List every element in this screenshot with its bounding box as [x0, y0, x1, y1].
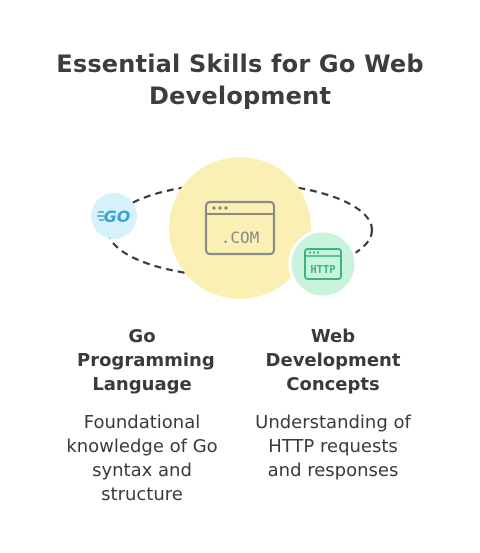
- go-logo-label: GO: [104, 207, 131, 226]
- skill-description: Understanding of HTTP requests and respo…: [255, 412, 411, 481]
- go-logo-icon: GO: [97, 207, 131, 226]
- skill-description: Foundational knowledge of Go syntax and …: [66, 412, 218, 505]
- http-node-circle: [288, 229, 358, 299]
- skill-heading: Go Programming Language: [77, 326, 215, 395]
- skill-go-language: Go Programming Language Foundational kno…: [52, 325, 232, 507]
- skill-heading: Web Development Concepts: [265, 326, 401, 395]
- dot-com-browser-icon: .COM: [204, 200, 276, 256]
- http-browser-icon: HTTP: [304, 248, 342, 280]
- dot-com-label: .COM: [221, 228, 260, 247]
- skill-web-concepts: Web Development Concepts Understanding o…: [250, 325, 416, 483]
- diagram-title: Essential Skills for Go Web Development: [56, 50, 424, 110]
- go-node-circle: [91, 193, 137, 239]
- center-node-circle: [169, 157, 311, 299]
- http-label: HTTP: [310, 264, 335, 276]
